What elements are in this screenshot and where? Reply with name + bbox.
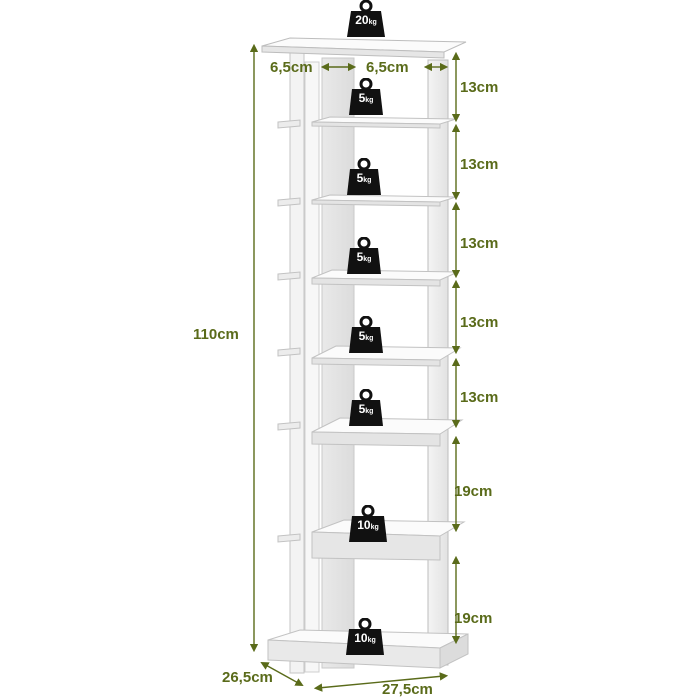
depth-label: 26,5cm [222,669,273,686]
weight-icon: 10kg [345,617,385,656]
depth-dimension-line [260,661,304,687]
spacing-label: 19cm [454,483,493,500]
rack-top-board [261,37,467,59]
rack-rear-left-post [289,47,305,674]
rack-front-left-post [304,61,320,673]
weight-icon: 20kg [346,0,386,38]
weight-value: 5 [356,171,364,185]
weight-icon: 5kg [346,77,386,116]
weight-icon: 5kg [346,388,386,427]
rack-shelf [277,269,459,287]
gap-right-label: 6,5cm [366,59,409,76]
weight-value: 10 [354,631,368,645]
rack-shelf [277,345,462,367]
weight-unit: kg [370,524,379,531]
weight-icon: 5kg [344,236,384,275]
spacing-label: 13cm [460,79,499,96]
weight-value: 5 [356,250,364,264]
spacing-label: 13cm [460,389,499,406]
height-label: 110cm [193,326,239,343]
gap-left-label: 6,5cm [270,59,313,76]
weight-value: 5 [358,402,366,416]
weight-unit: kg [365,408,374,415]
weight-unit: kg [365,97,374,104]
weight-unit: kg [365,335,374,342]
spacing-label: 19cm [454,610,493,627]
weight-value: 20 [355,13,369,27]
rack-shelf [277,417,464,447]
rack-shelf [277,519,466,561]
weight-icon: 10kg [348,504,388,543]
weight-unit: kg [363,256,372,263]
spacing-label: 13cm [460,156,499,173]
weight-icon: 5kg [346,315,386,354]
width-label: 27,5cm [382,681,433,698]
weight-value: 5 [358,91,366,105]
width-dimension-line [313,672,449,692]
weight-value: 10 [357,518,371,532]
spacing-label: 13cm [460,235,499,252]
rack-shelf [277,194,457,207]
weight-unit: kg [368,19,377,26]
weight-icon: 5kg [344,157,384,196]
rack-shelf [277,116,457,129]
spacing-label: 13cm [460,314,499,331]
weight-unit: kg [367,637,376,644]
weight-unit: kg [363,177,372,184]
weight-value: 5 [358,329,366,343]
